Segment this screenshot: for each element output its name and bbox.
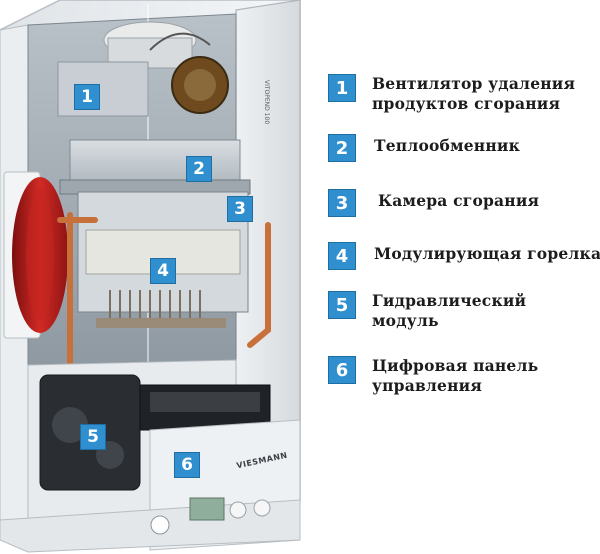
legend-label-3: Камера сгорания: [378, 191, 540, 210]
legend-item-5: 5 Гидравлический модуль: [328, 291, 526, 331]
legend-label-4: Модулирующая горелка: [374, 244, 600, 263]
digital-display: [189, 497, 225, 521]
legend-label-2: Теплообменник: [374, 136, 520, 155]
callout-badge-5: 5: [80, 424, 106, 450]
legend-badge-4: 4: [328, 242, 356, 270]
model-label: VITOPEND 100: [263, 80, 270, 125]
legend-label-5: Гидравлический модуль: [372, 291, 527, 330]
legend-label-6: Цифровая панель управления: [372, 356, 539, 395]
legend-item-4: 4 Модулирующая горелка: [328, 242, 600, 270]
legend-badge-5: 5: [328, 291, 356, 319]
legend-badge-1: 1: [328, 74, 356, 102]
callout-badge-4: 4: [150, 258, 176, 284]
legend-badge-3: 3: [328, 189, 356, 217]
control-knob-1: [229, 501, 247, 519]
legend-item-2: 2 Теплообменник: [328, 134, 520, 162]
pressure-gauge: [150, 515, 170, 535]
legend-badge-6: 6: [328, 356, 356, 384]
control-knob-2: [253, 499, 271, 517]
legend-label-1: Вентилятор удаления продуктов сгорания: [372, 74, 576, 113]
legend-badge-2: 2: [328, 134, 356, 162]
callout-badge-1: 1: [74, 84, 100, 110]
callout-badge-2: 2: [186, 156, 212, 182]
callout-badge-6: 6: [174, 452, 200, 478]
legend-item-1: 1 Вентилятор удаления продуктов сгорания: [328, 74, 575, 114]
burner-fins: [109, 290, 201, 320]
legend-item-3: 3 Камера сгорания: [328, 189, 539, 217]
callout-badge-3: 3: [227, 196, 253, 222]
legend-item-6: 6 Цифровая панель управления: [328, 356, 538, 396]
